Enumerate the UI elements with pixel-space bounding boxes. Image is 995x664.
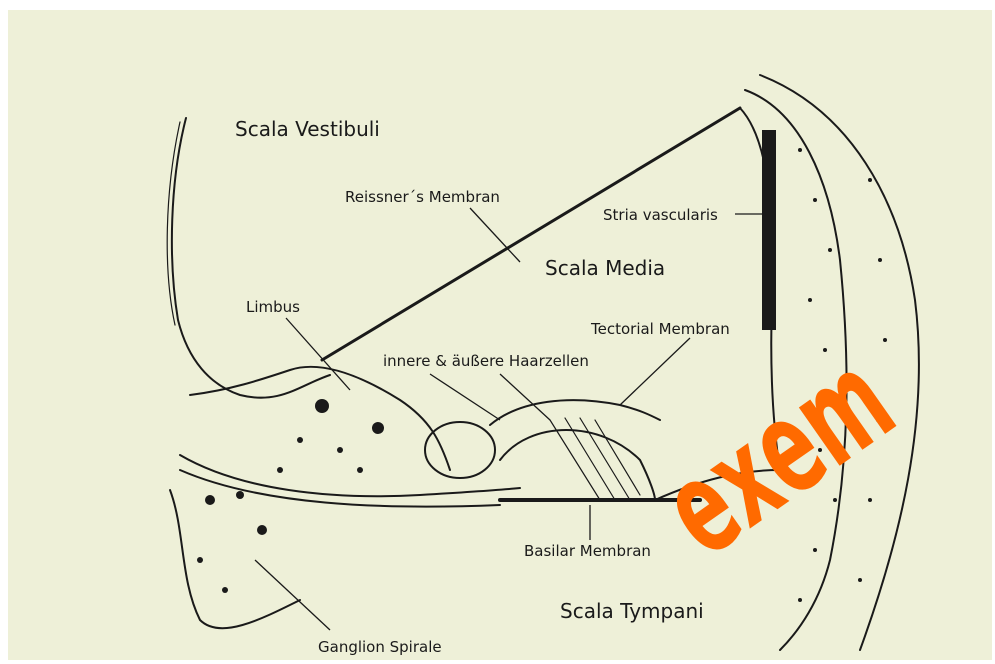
limbus-cell (297, 437, 303, 443)
label-limbus: Limbus (246, 298, 300, 316)
label-scala-tympani: Scala Tympani (560, 599, 704, 623)
limbus-cell (337, 447, 343, 453)
label-tectorial-membran: Tectorial Membran (590, 320, 730, 338)
ganglion-cell (197, 557, 203, 563)
limbus-cell (372, 422, 384, 434)
ganglion-cell (236, 491, 244, 499)
ganglion-cell (222, 587, 228, 593)
label-scala-vestibuli: Scala Vestibuli (235, 117, 380, 141)
ganglion-cell (257, 525, 267, 535)
limbus-cell (357, 467, 363, 473)
limbus-cell (315, 399, 329, 413)
label-ganglion-spirale: Ganglion Spirale (318, 638, 442, 656)
stria-vascularis-band (762, 130, 776, 330)
label-stria-vascularis: Stria vascularis (603, 206, 718, 224)
limbus-cell (277, 467, 283, 473)
label-reissner-membran: Reissner´s Membran (345, 188, 500, 206)
label-basilar-membran: Basilar Membran (524, 542, 651, 560)
ganglion-cell (205, 495, 215, 505)
label-scala-media: Scala Media (545, 256, 665, 280)
label-haarzellen: innere & äußere Haarzellen (383, 352, 589, 370)
